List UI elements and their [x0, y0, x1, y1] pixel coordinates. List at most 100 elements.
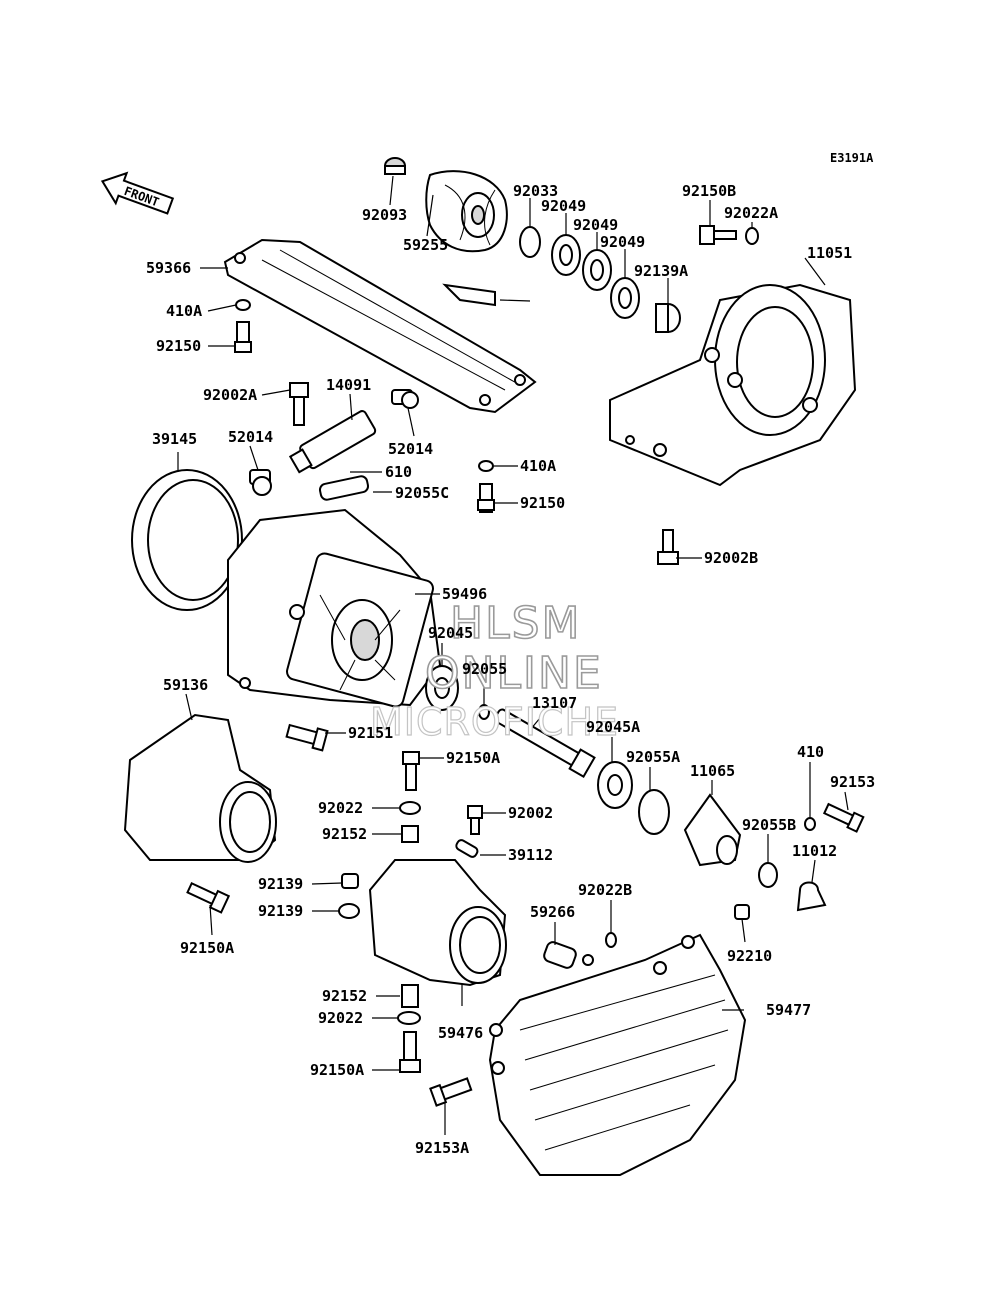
washer-410A-top — [235, 299, 251, 311]
bolt-92002B — [657, 529, 679, 565]
collar-92139-a — [341, 873, 359, 889]
part-label-13107: 13107 — [532, 694, 577, 712]
part-label-92150A-mid: 92150A — [446, 749, 500, 767]
washer-410 — [804, 817, 816, 831]
bolt-92150-mid — [477, 483, 495, 513]
part-label-92055C: 92055C — [395, 484, 449, 502]
shaft-13107 — [494, 708, 596, 779]
part-label-52014b: 52014 — [388, 440, 433, 458]
bearing-92049a — [551, 234, 581, 276]
bushing-92210 — [734, 904, 750, 920]
part-label-39112: 39112 — [508, 846, 553, 864]
steering-nozzle-59476 — [368, 859, 507, 987]
part-label-92150A-left: 92150A — [180, 939, 234, 957]
part-label-59496: 59496 — [442, 585, 487, 603]
spacer-92152-b — [401, 984, 419, 1008]
oring-92055B — [758, 862, 778, 888]
part-label-92049a: 92049 — [541, 197, 586, 215]
bolt-92150A-left — [186, 881, 231, 914]
part-label-59476: 59476 — [438, 1024, 483, 1042]
part-label-92150-top: 92150 — [156, 337, 201, 355]
part-label-59136: 59136 — [163, 676, 208, 694]
part-label-92210: 92210 — [727, 947, 772, 965]
part-label-39145: 39145 — [152, 430, 197, 448]
part-label-410A-top: 410A — [166, 302, 202, 320]
lever-39112 — [455, 839, 479, 858]
plate-59366 — [223, 238, 537, 414]
part-label-92093: 92093 — [362, 206, 407, 224]
watermark: HLSM ONLINE MICROFICHE — [369, 597, 619, 744]
part-label-59366: 59366 — [146, 259, 191, 277]
bolt-92150A-bot — [399, 1031, 421, 1073]
part-label-92151: 92151 — [348, 724, 393, 742]
part-label-92033: 92033 — [513, 182, 558, 200]
housing-11051 — [609, 283, 857, 487]
bolt-92150A-mid — [402, 751, 420, 791]
bolt-92153 — [822, 802, 865, 833]
part-label-92055A: 92055A — [626, 748, 680, 766]
reverse-bucket-59477 — [488, 933, 747, 1176]
part-label-92150B: 92150B — [682, 182, 736, 200]
collar-92139-b — [338, 903, 360, 919]
part-label-410: 410 — [797, 743, 824, 761]
oring-92055A — [638, 789, 670, 835]
bearing-92049c — [610, 277, 640, 319]
bolt-92151 — [285, 723, 329, 752]
part-label-92153: 92153 — [830, 773, 875, 791]
part-label-92045A: 92045A — [586, 718, 640, 736]
bolt-92150-top — [234, 321, 252, 353]
nozzle-59136 — [123, 713, 277, 863]
fitting-52014b — [391, 389, 419, 409]
part-label-59477: 59477 — [766, 1001, 811, 1019]
part-label-52014a: 52014 — [228, 428, 273, 446]
part-labels: 92093 59255 92033 92049 92049 92049 9215… — [146, 182, 875, 1157]
fitting-52014a — [249, 469, 272, 496]
pump-case-59496 — [227, 508, 442, 708]
part-label-92152-b: 92152 — [322, 987, 367, 1005]
oring-92055 — [478, 704, 490, 720]
bearing-92045A — [597, 761, 633, 809]
washer-410A-mid — [478, 460, 494, 472]
sensor-14091 — [288, 410, 377, 474]
part-label-92002A: 92002A — [203, 386, 257, 404]
part-label-59266: 59266 — [530, 903, 575, 921]
part-label-11051: 11051 — [807, 244, 852, 262]
part-label-92150A-bot: 92150A — [310, 1061, 364, 1079]
leader-lines — [177, 175, 849, 1135]
part-label-92002B: 92002B — [704, 549, 758, 567]
part-label-92139A: 92139A — [634, 262, 688, 280]
gasket-92055C — [318, 475, 370, 501]
part-label-92002: 92002 — [508, 804, 553, 822]
collar-92139A — [655, 303, 681, 333]
bolt-92153A — [429, 1077, 473, 1107]
part-label-92055B: 92055B — [742, 816, 796, 834]
impeller-59255 — [425, 170, 508, 253]
bolt-92002 — [467, 805, 483, 835]
cap-11065 — [683, 793, 742, 867]
part-label-11012: 11012 — [792, 842, 837, 860]
part-label-11065: 11065 — [690, 762, 735, 780]
washer-92022-a — [399, 801, 421, 815]
ring-92033 — [519, 226, 541, 258]
bolt-92002A — [289, 382, 309, 426]
front-arrow-icon: FRONT — [100, 171, 175, 215]
fitting-59266 — [543, 941, 594, 969]
part-label-92153A: 92153A — [415, 1139, 469, 1157]
part-label-14091: 14091 — [326, 376, 371, 394]
part-label-92055: 92055 — [462, 660, 507, 678]
ring-39145 — [131, 469, 243, 611]
diagram-code: E3191A — [830, 151, 874, 165]
part-label-92049b: 92049 — [573, 216, 618, 234]
watermark-line-2: ONLINE — [425, 648, 603, 699]
part-label-92139-a: 92139 — [258, 875, 303, 893]
part-label-92150-mid: 92150 — [520, 494, 565, 512]
part-label-410A-mid: 410A — [520, 457, 556, 475]
bolt-92150B — [699, 225, 737, 245]
part-label-92139-b: 92139 — [258, 902, 303, 920]
watermark-line-1: HLSM — [450, 598, 582, 649]
watermark-line-3: MICROFICHE — [370, 700, 619, 744]
part-label-92022-b: 92022 — [318, 1009, 363, 1027]
plug-11012 — [796, 881, 827, 912]
part-label-92152-a: 92152 — [322, 825, 367, 843]
